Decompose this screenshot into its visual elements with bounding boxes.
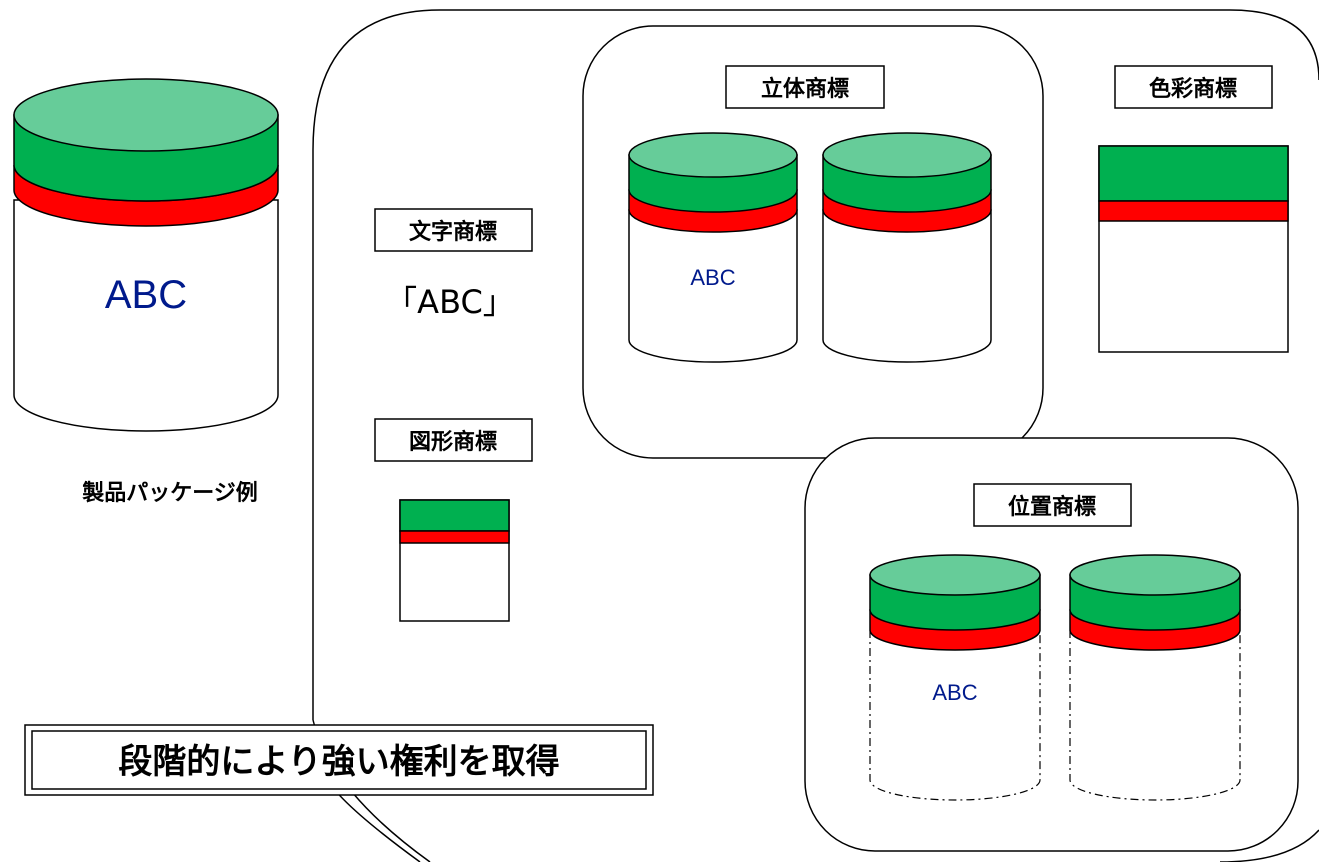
figure-mark-label-box [374,418,533,462]
product-logo-text: ABC [105,273,187,317]
three-d-mark-label-box [725,65,885,109]
three-d-can-plain [822,132,992,363]
color-mark-graphic [1098,145,1289,353]
figure-mark-label: 図形商標 [409,429,497,455]
three-d-mark-label: 立体商標 [761,76,849,102]
product-package [13,78,279,432]
banner-box [24,724,654,796]
color-mark-label-box [1114,65,1273,109]
three-d-can-with-logo [628,132,798,363]
position-can-with-logo [869,554,1041,801]
word-mark-label-box [374,208,533,252]
position-mark-label-box [973,483,1132,527]
word-mark-example: 「ABC」 [385,283,515,321]
three-d-can-logo-text: ABC [690,265,735,290]
word-mark-label: 文字商標 [409,219,497,245]
figure-mark-graphic [399,499,510,622]
color-mark-label: 色彩商標 [1149,76,1237,102]
position-can-logo-text: ABC [932,680,977,705]
position-mark-label: 位置商標 [1008,494,1096,520]
banner-text: 段階的により強い権利を取得 [118,742,559,782]
position-can-plain [1069,554,1241,801]
product-caption: 製品パッケージ例 [81,480,258,506]
